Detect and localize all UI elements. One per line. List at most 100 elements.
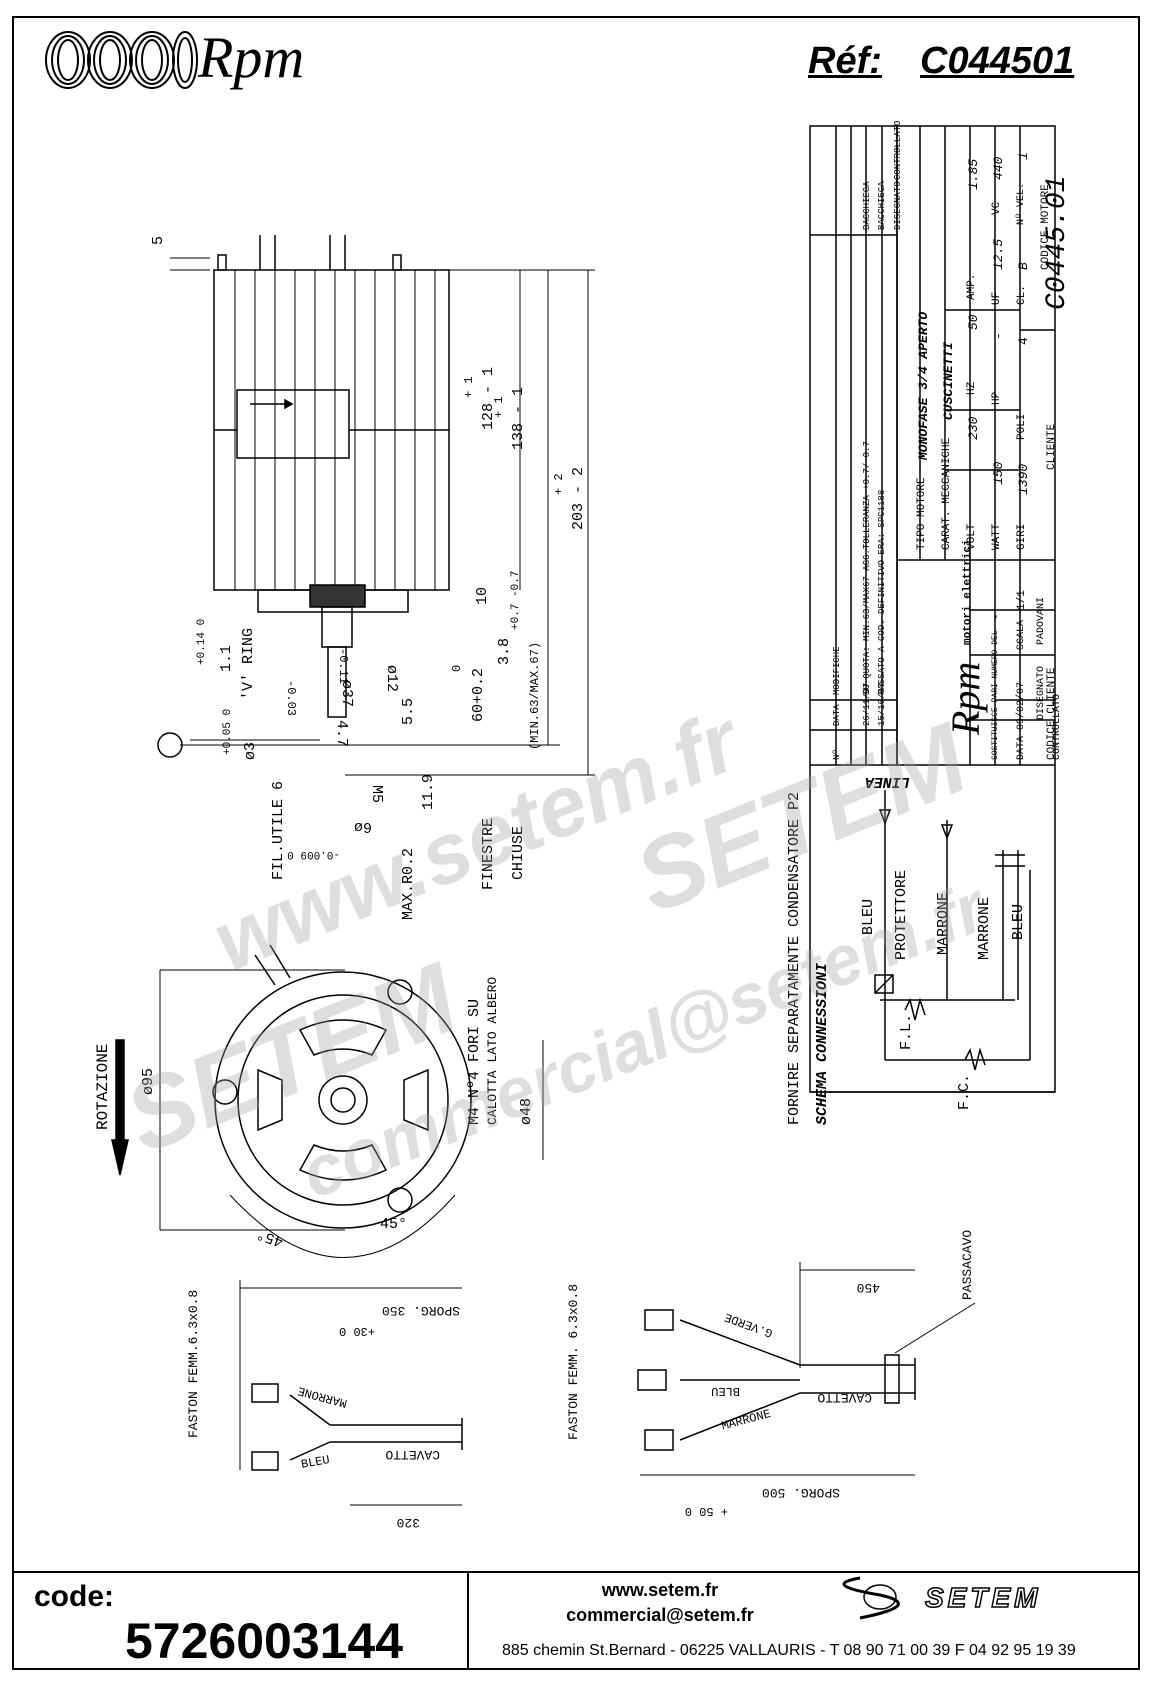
wiring-schematic — [874, 790, 1031, 1071]
dim-10: 10 — [474, 586, 491, 605]
title-block — [809, 125, 1056, 1093]
reference-label: Réf: — [808, 40, 882, 82]
reference-value: C044501 — [920, 40, 1075, 82]
tipo-motore-label: TIPO MOTORE — [916, 477, 928, 550]
dim-phi12-tol: -0.11 — [336, 648, 350, 685]
cable-right-passacavo: PASSACAVO — [960, 1229, 975, 1300]
rpm-logo-icon — [45, 31, 198, 89]
cable-right-cavetto: CAVETTO — [817, 1390, 872, 1405]
dim-1-1: 1.1 — [218, 644, 235, 672]
header-brand: Rpm — [198, 25, 305, 90]
dim-60-tol: 0 — [450, 664, 464, 672]
motor-side-view — [157, 235, 595, 776]
modifiche-label: MODIFICHE — [832, 646, 842, 695]
disegnato-col-label: DISEGNATO — [893, 181, 903, 230]
setem-logo-icon — [842, 1576, 900, 1620]
carat-value: CUSCINETTI — [941, 341, 956, 420]
dim-5-5: 5.5 — [400, 697, 417, 725]
codice-motore: C0445.01 — [1042, 175, 1073, 310]
controllato-by-label: CONTROLLATO — [1052, 693, 1063, 760]
dim-m5: M5 — [368, 785, 385, 804]
dim-5: 5 — [150, 235, 167, 245]
uf-label: UF — [991, 291, 1003, 305]
dim-138-tol: + 1 — [492, 396, 506, 418]
scala-label: SCALA — [1016, 619, 1027, 650]
cable-right-sporg: SPORG. 500 — [761, 1485, 840, 1500]
mod-date-label: DATA — [832, 704, 842, 726]
title-block-brand-sub: motori elettrici — [962, 539, 974, 645]
bacchiega-1: BACCHIEGA — [862, 181, 872, 230]
hz-label: HZ — [966, 381, 978, 395]
cable-left-sporg: SPORG. 350 — [381, 1303, 460, 1318]
tipo-motore: MONOFASE 3/4 APERTO — [916, 311, 931, 460]
cable-left-sporg-tol: +30 0 — [338, 1324, 375, 1338]
poli-value: 4 — [1016, 337, 1031, 345]
footer-email-text[interactable]: commercial@setem.fr — [566, 1605, 754, 1625]
cable-left-drawing — [239, 1280, 463, 1506]
sostituisce-label: SOSTITUISCE PARI NUMERO DEL — [991, 630, 1000, 760]
dim-45-right: 45° — [380, 1216, 408, 1233]
giri-value: 1390 — [1016, 463, 1031, 495]
footer-email[interactable]: commercial@setem.fr — [540, 1605, 780, 1626]
cl-label: CL. — [1016, 285, 1028, 305]
dim-v-ring: 'V' RING — [240, 627, 257, 700]
code-label: code: — [34, 1580, 115, 1613]
dim-phi3-tol: +0.05 0 — [222, 708, 234, 755]
dim-60: 60+0.2 — [470, 667, 487, 722]
dim-min-max: (MIN.63/MAX.67) — [528, 641, 542, 750]
hz-value: 50 — [966, 314, 981, 330]
mod-2-text: SU QUOTA: MIN.63/MAX67 AGG.TOLLERANZA +0… — [862, 441, 872, 695]
disegnato-by: PADOVANI — [1036, 596, 1047, 645]
giri-label: GIRI — [1016, 523, 1028, 550]
sostituisce-value: - — [991, 613, 1003, 620]
fc-label: F.C. — [956, 1073, 973, 1110]
footer-website-text[interactable]: www.setem.fr — [601, 1580, 719, 1600]
controllato-col-label: CONTROLLATO — [893, 120, 903, 180]
cable-right-sporg-tol: + 50 0 — [684, 1504, 728, 1518]
cl-value: B — [1016, 262, 1031, 270]
rotazione-label: ROTAZIONE — [94, 1043, 112, 1130]
vc-value: 440 — [991, 156, 1006, 180]
carat-label: CARAT. MECCANICHE — [941, 437, 953, 550]
cliente-label: CLIENTE — [1046, 423, 1058, 470]
watt-value: 150 — [991, 461, 1006, 485]
uf-value: 12.5 — [991, 238, 1006, 270]
cable-right-drawing — [637, 1262, 976, 1476]
fl-label: F.L. — [898, 1013, 915, 1050]
amp-label: AMP. — [966, 273, 978, 300]
dim-138: 138 - 1 — [510, 386, 527, 450]
dim-phi37-tol: -0.03 — [284, 680, 298, 717]
watt-label: WATT — [991, 523, 1003, 550]
footer-website[interactable]: www.setem.fr — [540, 1580, 780, 1601]
cable-right-faston: FASTON FEMM. 6.3x0.8 — [566, 1283, 581, 1440]
dim-4-7: 4.7 — [333, 720, 350, 748]
cable-right-bleu: BLEU — [711, 1384, 740, 1398]
poli-label: POLI — [1016, 413, 1028, 440]
dim-128-tol: + 1 — [462, 376, 476, 398]
footer-address: 885 chemin St.Bernard - 06225 VALLAURIS … — [502, 1642, 1076, 1659]
wire-bleu-2: BLEU — [1010, 903, 1027, 940]
cable-left-faston: FASTON FEMM.6.3x0.8 — [186, 1289, 201, 1438]
disegnato-by-label: DISEGNATO — [1036, 665, 1047, 720]
mod-1-date: 15/10/07 — [877, 682, 887, 726]
hp-label: HP — [991, 391, 1003, 405]
cable-right-dim-450: 450 — [856, 1280, 880, 1295]
code-value: 5726003144 — [125, 1613, 404, 1669]
setem-logo-text: SETEM — [924, 1581, 1042, 1614]
dim-phi37: ø37 — [338, 680, 355, 708]
nvel-value: 1 — [1016, 152, 1031, 160]
data-date: DATA 09/02/07 — [1016, 681, 1027, 760]
cable-left-cavetto: CAVETTO — [385, 1447, 440, 1462]
dim-1-1-tol: +0.14 0 — [196, 618, 208, 665]
mod-2-date: 26/11/07 — [862, 682, 872, 726]
motor-front-view — [111, 944, 544, 1258]
volt-value: 230 — [966, 416, 981, 440]
dim-phi3: ø3 — [242, 741, 259, 760]
hp-value: - — [991, 332, 1006, 340]
footer-lines — [12, 1571, 1140, 1670]
nvel-label: Nº VEL. — [1016, 182, 1027, 225]
dim-203-tol: + 2 — [552, 473, 566, 495]
scala-value: 1/1 — [1016, 590, 1028, 610]
amp-value: 1.85 — [966, 158, 981, 190]
